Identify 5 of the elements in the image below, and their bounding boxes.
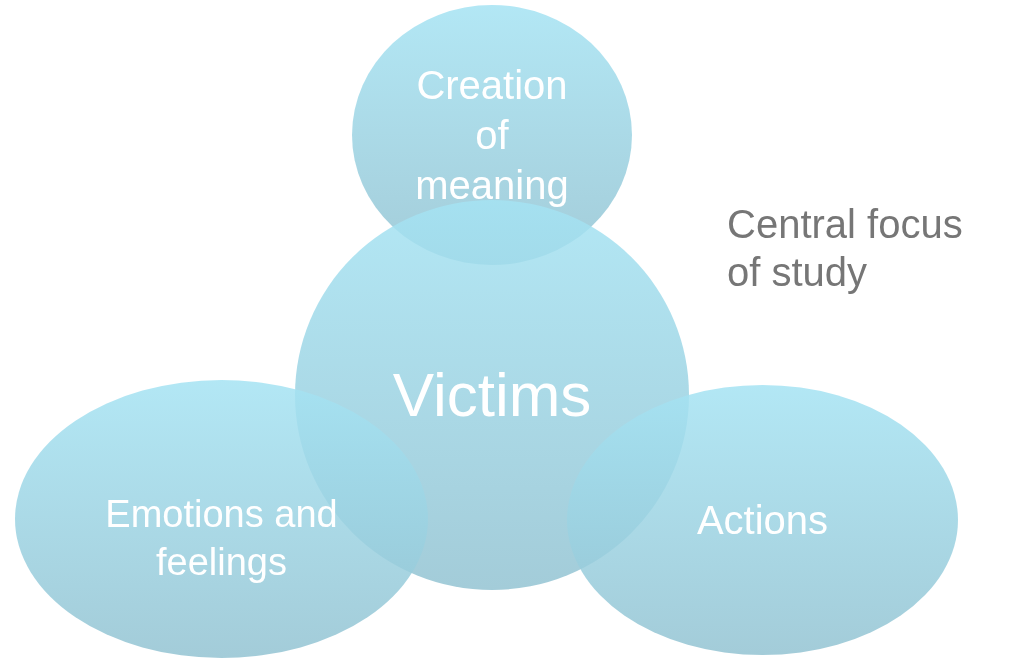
- node-label: Actions: [695, 497, 830, 544]
- annotation-text: Central focus of study: [727, 201, 964, 296]
- node-label: Creation of meaning: [414, 62, 570, 209]
- node-label: Emotions and feelings: [104, 492, 339, 586]
- node-label: Victims: [391, 360, 593, 430]
